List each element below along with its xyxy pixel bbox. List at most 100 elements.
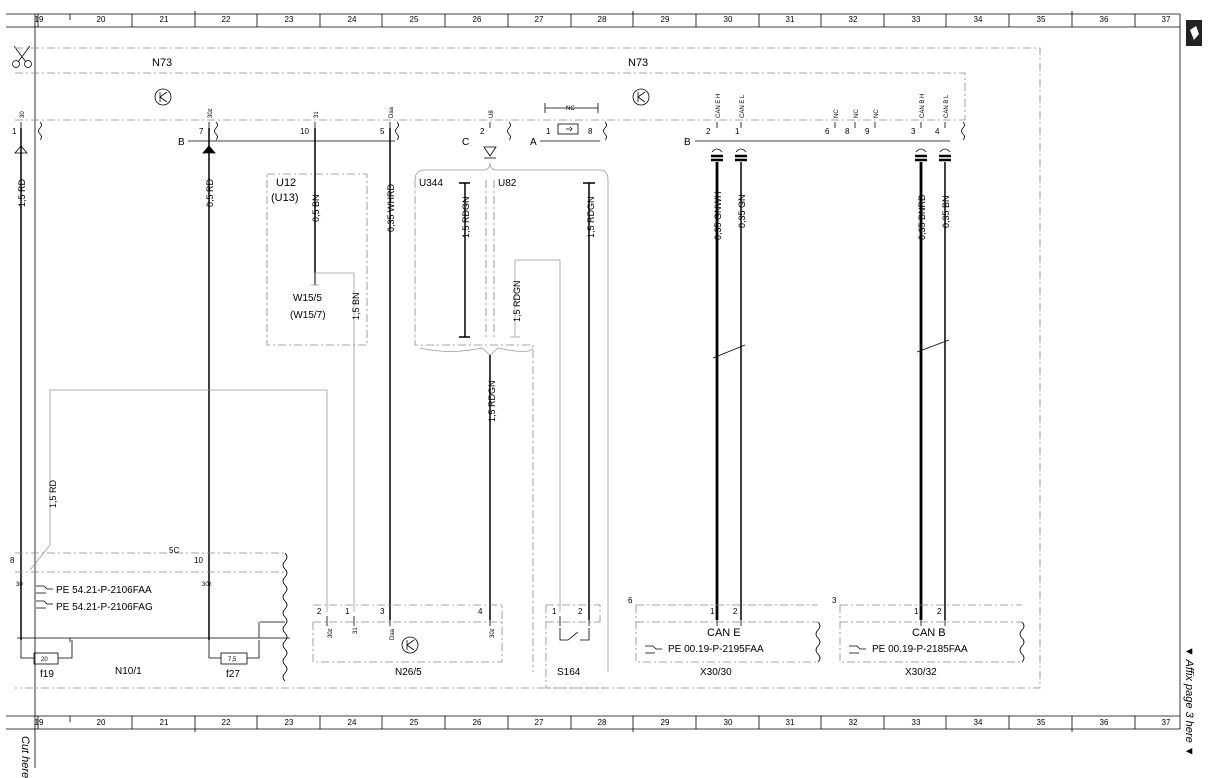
grid-num: 19 bbox=[35, 15, 44, 24]
u12-box bbox=[266, 173, 368, 346]
grid-num: 34 bbox=[974, 15, 983, 24]
wire-label: 0,35 GNWH bbox=[713, 191, 723, 240]
reference-hand-icon bbox=[849, 645, 866, 654]
pin-label: 30z bbox=[208, 108, 214, 118]
w15-5-label: W15/5 bbox=[293, 293, 322, 304]
grid-num: 29 bbox=[661, 718, 670, 727]
u82-label: U82 bbox=[498, 178, 517, 189]
twisted-pair-mark bbox=[916, 339, 950, 353]
wire-1-5-rdgn-u82 bbox=[583, 182, 595, 620]
scissors-icon bbox=[12, 45, 32, 68]
wire-label: 0,35 BNRD bbox=[917, 194, 927, 240]
grid-num: 33 bbox=[912, 718, 921, 727]
u344-label: U344 bbox=[419, 178, 443, 189]
can-b-label: CAN B bbox=[912, 627, 946, 639]
reference-hand-icon bbox=[36, 585, 53, 609]
fuse-value: 7,5 bbox=[228, 657, 237, 663]
pin-number: 7 bbox=[199, 127, 204, 136]
wire-label: 1,5 RDGN bbox=[586, 196, 596, 238]
cut-here-label: Cut here bbox=[19, 736, 31, 778]
pin-number: 2 bbox=[578, 607, 583, 616]
wire-label: 1,5 BN bbox=[351, 292, 361, 320]
wire-label: 1,5 RD bbox=[48, 479, 58, 508]
pin-number: 2 bbox=[706, 127, 711, 136]
transistor-icon bbox=[401, 636, 419, 654]
nc-label: NC bbox=[566, 106, 575, 112]
f27-label: f27 bbox=[226, 669, 240, 680]
outer-boundary bbox=[15, 47, 1041, 689]
connector-b-left: B bbox=[178, 137, 185, 148]
reference-pe4: PE 00.19-P-2185FAA bbox=[872, 644, 968, 655]
wire-label: 1,5 RDGN bbox=[512, 280, 522, 322]
grid-num: 33 bbox=[912, 15, 921, 24]
transistor-icon bbox=[632, 88, 650, 106]
n73-label-left: N73 bbox=[152, 57, 172, 69]
pin-label: 30z bbox=[202, 582, 212, 588]
grid-num: 36 bbox=[1100, 15, 1109, 24]
fuse-f19 bbox=[33, 652, 59, 665]
pin-number: 2 bbox=[733, 607, 738, 616]
pin-label: CAN B L bbox=[944, 94, 950, 118]
x30-30-box bbox=[635, 604, 818, 663]
pin-number: 8 bbox=[588, 127, 593, 136]
pin-number: 1 bbox=[914, 607, 919, 616]
pin-number: 8 bbox=[845, 127, 850, 136]
pin-label: 31 bbox=[353, 627, 359, 634]
n73-boundary bbox=[15, 72, 966, 120]
wire-label: 0,35 BN bbox=[941, 195, 951, 228]
grid-num: 31 bbox=[786, 15, 795, 24]
grid-num: 35 bbox=[1037, 15, 1046, 24]
grid-num: 20 bbox=[97, 718, 106, 727]
affix-page-label: ▼ Affix page 3 here ▼ bbox=[1183, 646, 1195, 757]
f19-label: f19 bbox=[40, 669, 54, 680]
w15-7-label: (W15/7) bbox=[290, 310, 326, 321]
grid-num: 20 bbox=[97, 15, 106, 24]
pin-label: NC bbox=[854, 109, 860, 118]
fuse-f27 bbox=[220, 652, 248, 665]
pin-number: 2 bbox=[317, 607, 322, 616]
n26-5-box bbox=[312, 604, 503, 663]
twisted-pair-mark bbox=[712, 344, 746, 359]
grid-num: 26 bbox=[473, 718, 482, 727]
reference-hand-icon bbox=[645, 645, 662, 654]
pin-label: 30 bbox=[20, 111, 26, 118]
connector-c: C bbox=[462, 137, 469, 148]
grid-num: 24 bbox=[348, 15, 357, 24]
pin-number: 9 bbox=[865, 127, 870, 136]
s164-label: S164 bbox=[557, 667, 581, 678]
pin-label: 30z bbox=[490, 628, 496, 638]
pin-number: 10 bbox=[300, 127, 309, 136]
pin-number: 3 bbox=[911, 127, 916, 136]
pin-number: 3 bbox=[832, 596, 837, 605]
grid-num: 19 bbox=[35, 718, 44, 727]
pin-number: 1 bbox=[552, 607, 557, 616]
reference-pe1: PE 54.21-P-2106FAA bbox=[56, 585, 152, 596]
grid-num: 36 bbox=[1100, 718, 1109, 727]
wire-label: 0,5 BN bbox=[311, 194, 321, 222]
grid-num: 31 bbox=[786, 718, 795, 727]
u344-box bbox=[414, 180, 534, 672]
switch-icon bbox=[559, 628, 590, 641]
grid-num: 32 bbox=[849, 15, 858, 24]
grid-num: 37 bbox=[1162, 15, 1171, 24]
grid-num: 23 bbox=[285, 718, 294, 727]
grid-num: 26 bbox=[473, 15, 482, 24]
grid-num: 28 bbox=[598, 718, 607, 727]
pin-number: 6 bbox=[628, 596, 633, 605]
grid-num: 25 bbox=[410, 15, 419, 24]
can-e-label: CAN E bbox=[707, 627, 741, 639]
pin-number: 4 bbox=[935, 127, 940, 136]
reference-pe2: PE 54.21-P-2106FAG bbox=[56, 602, 153, 613]
connector-a: A bbox=[530, 137, 537, 148]
wire-label: 1,5 RDGN bbox=[461, 196, 471, 238]
grid-num: 30 bbox=[724, 15, 733, 24]
pin-number: 3 bbox=[380, 607, 385, 616]
n73-label-right: N73 bbox=[628, 57, 648, 69]
grid-num: 22 bbox=[222, 15, 231, 24]
pin-label: CAN E L bbox=[740, 94, 746, 118]
grid-num: 27 bbox=[535, 15, 544, 24]
pin-number: 1 bbox=[546, 127, 551, 136]
page-mark-icon bbox=[1186, 20, 1202, 46]
grid-num: 24 bbox=[348, 718, 357, 727]
